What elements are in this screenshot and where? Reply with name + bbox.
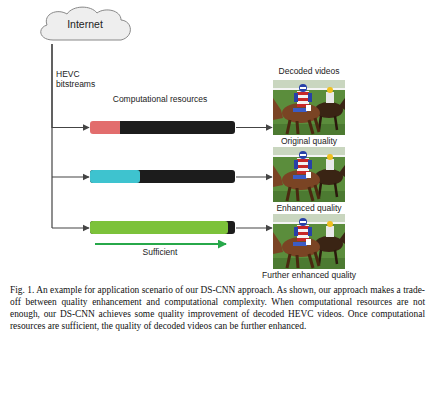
node-text: Further enhanced quality [249,271,369,281]
decoded-video: Enhanced quality [273,147,345,202]
node-text: Enhanced quality [259,204,359,214]
figure-caption: Fig. 1. An example for application scena… [10,285,425,333]
arrow-label: Sufficient [110,248,210,258]
input-label: HEVC bitstreams [56,70,106,90]
node-text: Original quality [259,137,359,147]
cloud-node: Internet [35,4,135,44]
node-text: Internet [35,18,135,30]
node-text: Computational resources [110,95,210,105]
node-text: Decoded videos [259,67,359,77]
decoded-video: Decoded videosOriginal quality [273,80,345,135]
resource-bar: Computational resources [90,121,235,134]
decoded-video: Further enhanced quality [273,214,345,269]
flow-arrow [236,127,272,128]
